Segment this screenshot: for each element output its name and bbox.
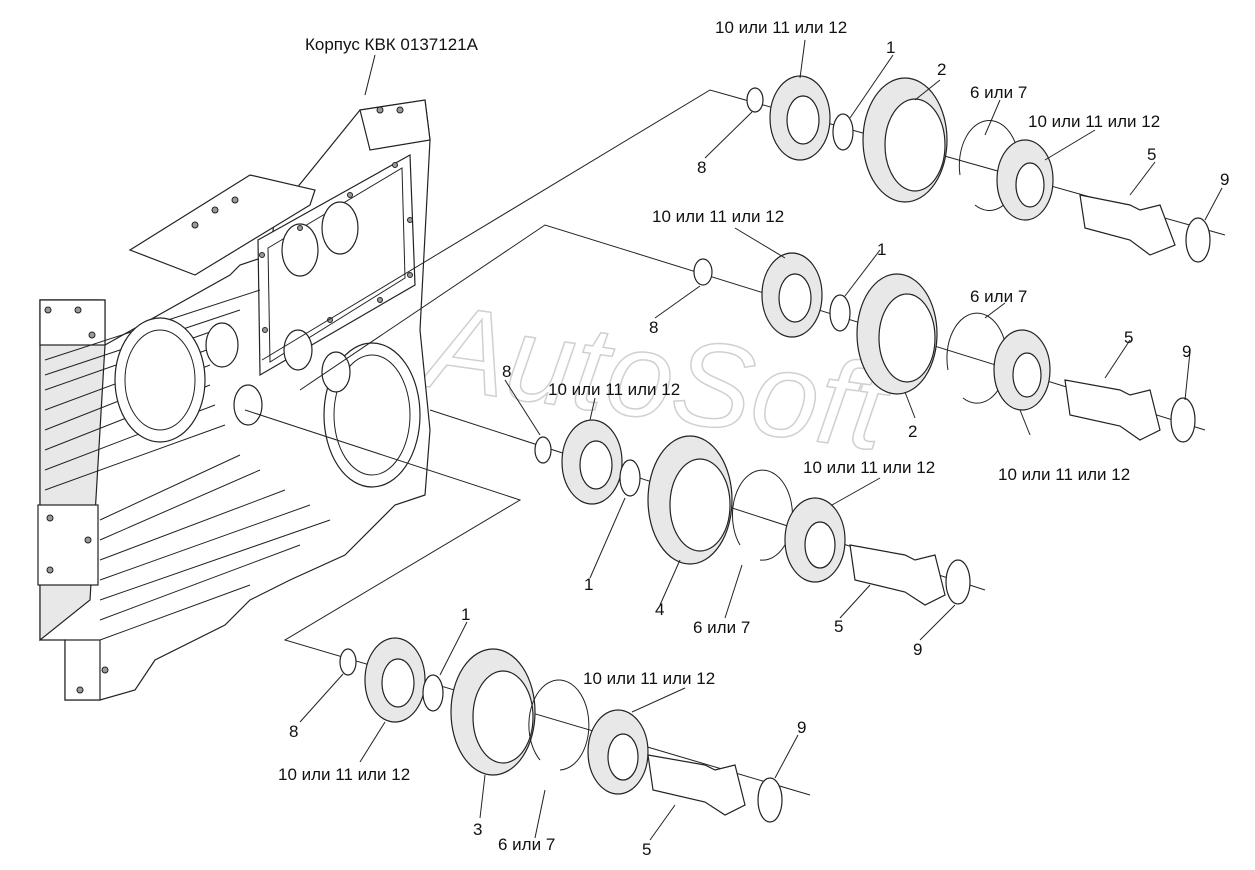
label-d-bearing-bottom: 10 или 11 или 12 xyxy=(278,765,410,784)
label-d-snap: 6 или 7 xyxy=(498,835,555,854)
label-a-bearing-top: 10 или 11 или 12 xyxy=(715,18,847,37)
label-b-gear: 2 xyxy=(908,422,917,441)
label-b-washer8: 8 xyxy=(649,318,658,337)
shaft-assembly-c xyxy=(534,419,971,606)
label-d-ring1: 1 xyxy=(461,605,470,624)
label-d-washer8: 8 xyxy=(289,722,298,741)
ring-1-c xyxy=(619,459,641,497)
gearbox-housing xyxy=(37,99,431,701)
ring-1-b xyxy=(829,294,851,332)
shaft-5-b xyxy=(1064,379,1161,441)
assembly-axis-lines xyxy=(244,54,1226,796)
ring-1-d xyxy=(422,674,444,712)
label-b-bearing-top: 10 или 11 или 12 xyxy=(652,207,784,226)
label-d-bearing-right: 10 или 11 или 12 xyxy=(583,669,715,688)
label-c-bearing-right: 10 или 11 или 12 xyxy=(803,458,935,477)
housing-label: Корпус КВК 0137121А xyxy=(305,35,479,54)
housing-bore-left xyxy=(114,317,206,443)
label-a-gear: 2 xyxy=(937,60,946,79)
label-a-ring1: 1 xyxy=(886,38,895,57)
label-a-washer8: 8 xyxy=(697,158,706,177)
label-c-ring1: 1 xyxy=(584,575,593,594)
washer-8-d xyxy=(339,648,357,676)
shaft-assembly-b xyxy=(693,252,1196,443)
shaft-assembly-a xyxy=(746,75,1211,263)
label-d-shaft: 5 xyxy=(642,840,651,859)
washer-8-b xyxy=(693,258,713,286)
shaft-5-d xyxy=(647,754,746,816)
label-b-shaft: 5 xyxy=(1124,328,1133,347)
ring-9-b xyxy=(1170,397,1196,443)
label-a-shaft: 5 xyxy=(1147,145,1156,164)
label-a-bearing-right: 10 или 11 или 12 xyxy=(1028,112,1160,131)
ring-9-c xyxy=(945,559,971,605)
shaft-assembly-d xyxy=(339,637,783,823)
housing-inspection-window xyxy=(257,153,416,377)
ring-9-d xyxy=(757,777,783,823)
ring-1-a xyxy=(832,113,854,151)
label-b-ring9: 9 xyxy=(1182,342,1191,361)
ring-9-a xyxy=(1185,217,1211,263)
leader-lines xyxy=(299,39,1223,841)
housing-top-cover xyxy=(128,174,316,276)
label-d-gear: 3 xyxy=(473,820,482,839)
washer-8-c xyxy=(534,436,552,464)
housing-mounting-flange-top xyxy=(39,299,106,346)
label-c-ring9: 9 xyxy=(913,640,922,659)
label-c-snap: 6 или 7 xyxy=(693,618,750,637)
callout-labels: Корпус КВК 0137121А 10 или 11 или 12 1 2… xyxy=(278,18,1229,859)
label-c-gear: 4 xyxy=(655,600,664,619)
label-b-snap: 6 или 7 xyxy=(970,287,1027,306)
label-c-shaft: 5 xyxy=(834,617,843,636)
shaft-5-a xyxy=(1079,194,1176,256)
label-a-snap: 6 или 7 xyxy=(970,83,1027,102)
label-c-bearing-top: 10 или 11 или 12 xyxy=(548,380,680,399)
washer-8-a xyxy=(746,87,764,113)
shaft-5-c xyxy=(849,544,946,606)
watermark: AutoSoft xyxy=(414,278,899,476)
label-b-ring1: 1 xyxy=(877,240,886,259)
label-d-ring9: 9 xyxy=(797,718,806,737)
label-c-washer8: 8 xyxy=(502,362,511,381)
label-a-ring9: 9 xyxy=(1220,170,1229,189)
label-b-bearing-bottom: 10 или 11 или 12 xyxy=(998,465,1130,484)
